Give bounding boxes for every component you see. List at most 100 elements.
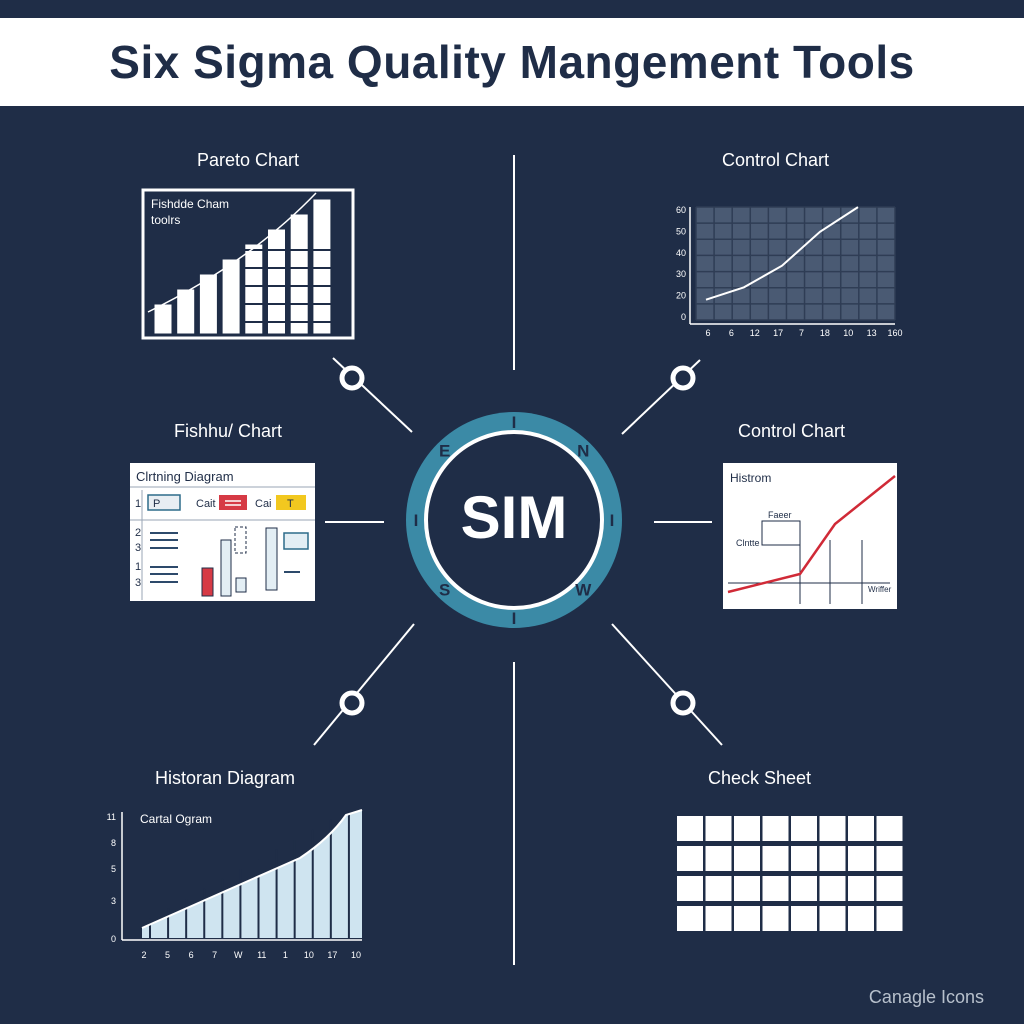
connector-node-icon — [670, 690, 696, 716]
check-sheet-cell — [762, 906, 789, 931]
histogram-label: Historan Diagram — [155, 768, 296, 788]
hub-ring-letter: I — [610, 511, 615, 530]
check-sheet-cell — [762, 876, 789, 901]
check-sheet-cell — [677, 876, 703, 901]
fishbone-red-bar — [201, 567, 214, 597]
control-top-x-tick: 13 — [867, 328, 877, 338]
histogram-x-tick: 11 — [257, 950, 266, 960]
check-sheet-cell — [819, 876, 846, 901]
check-sheet-cell — [734, 906, 760, 931]
connector-node-icon — [339, 690, 365, 716]
pareto-bar — [198, 273, 218, 335]
fishbone-label: Fishhu/ Chart — [174, 421, 283, 441]
fishbone-row-number: 1 — [135, 561, 141, 573]
check-sheet-cell — [762, 816, 789, 841]
control-top-x-tick: 7 — [799, 328, 804, 338]
histogram-inner-text: Cartal Ogram — [140, 812, 212, 826]
histogram-y-tick: 0 — [111, 934, 116, 944]
fishbone-tag-label: T — [287, 498, 294, 510]
histogram-x-tick: 10 — [304, 950, 314, 960]
check-sheet-cell — [848, 906, 874, 931]
control-right-inner-title: Histrom — [730, 471, 771, 485]
hub-ring-letter: I — [414, 511, 419, 530]
check-sheet-cell — [819, 816, 846, 841]
control-chart-top-label: Control Chart — [722, 150, 830, 170]
page-title: Six Sigma Quality Mangement Tools — [109, 36, 915, 88]
pareto-bar — [244, 243, 264, 335]
connector-node-icon — [670, 365, 696, 391]
check-sheet-cell — [819, 846, 846, 871]
control-top-grid-bg — [696, 207, 895, 320]
histogram-x-tick: W — [234, 950, 243, 960]
control-top-y-tick: 30 — [676, 269, 686, 279]
histogram-y-tick: 5 — [111, 864, 116, 874]
check-sheet-cell — [677, 816, 703, 841]
check-sheet-cell — [791, 906, 817, 931]
check-sheet-cell — [791, 816, 817, 841]
control-chart-right-label: Control Chart — [738, 421, 846, 441]
fishbone-dashed-box — [234, 526, 247, 554]
control-top-y-tick: 20 — [676, 291, 686, 301]
histogram-x-tick: 10 — [351, 950, 361, 960]
fishbone-row-number: 2 — [135, 527, 141, 539]
check-sheet-cell — [734, 876, 760, 901]
check-sheet-cell — [848, 816, 874, 841]
fishbone-inner-title: Clrtning Diagram — [136, 469, 234, 484]
connector-node-icon — [339, 365, 365, 391]
check-sheet-cell — [848, 846, 874, 871]
fishbone-tag-label: Cait — [196, 498, 216, 510]
control-top-x-tick: 10 — [843, 328, 853, 338]
histogram-x-tick: 2 — [141, 950, 146, 960]
fishbone-yellow-tag — [276, 495, 306, 510]
title-banner: Six Sigma Quality Mangement Tools — [0, 18, 1024, 106]
check-sheet-cell — [876, 906, 903, 931]
fishbone-row-number: 3 — [135, 577, 141, 589]
check-sheet-cell — [734, 846, 760, 871]
histogram-area — [142, 810, 362, 938]
hub-ring-letter: E — [439, 442, 450, 461]
histogram-x-tick: 6 — [189, 950, 194, 960]
control-top-series-line — [705, 206, 859, 301]
control-right-corner-label: Wriffer — [868, 585, 892, 594]
control-right-card — [723, 463, 897, 609]
check-sheet-cell — [876, 846, 903, 871]
histogram-y-tick: 3 — [111, 896, 116, 906]
footer-credit: Canagle Icons — [868, 987, 984, 1007]
hub-center-text: SIM — [461, 484, 568, 551]
hub-ring-letter: I — [512, 609, 517, 628]
check-sheet-cell — [848, 876, 874, 901]
pareto-bar — [176, 288, 196, 335]
check-sheet-cell — [734, 816, 760, 841]
check-sheet-cell — [705, 846, 732, 871]
connector-line-lower-left — [313, 623, 415, 746]
hub-ring-letter: I — [512, 413, 517, 432]
histogram-x-tick: 1 — [283, 950, 288, 960]
check-sheet-cell — [791, 846, 817, 871]
check-sheet-cell — [677, 846, 703, 871]
control-top-y-tick: 40 — [676, 248, 686, 258]
check-sheet-cell — [762, 846, 789, 871]
pareto-bar — [312, 198, 332, 335]
check-sheet-cell — [819, 906, 846, 931]
control-top-x-tick: 17 — [773, 328, 783, 338]
histogram-x-tick: 7 — [212, 950, 217, 960]
hub-ring-letter: N — [577, 442, 589, 461]
histogram-y-tick: 11 — [107, 812, 116, 822]
fishbone-row-number: 3 — [135, 542, 141, 554]
check-sheet-cell — [705, 906, 732, 931]
fishbone-tag-box — [147, 494, 181, 511]
pareto-inner-text: Fishdde Cham — [151, 197, 229, 211]
control-right-box-label: Clntte — [736, 538, 760, 548]
control-top-x-tick: 18 — [820, 328, 830, 338]
fishbone-tag-label: P — [153, 498, 160, 510]
control-top-x-tick: 6 — [729, 328, 734, 338]
connector-line-lower-right — [611, 623, 723, 746]
control-right-box-label: Faeer — [768, 510, 792, 520]
check-sheet-cell — [876, 816, 903, 841]
hub-ring-letter: S — [439, 580, 450, 599]
pareto-bar — [289, 213, 309, 335]
control-top-x-tick: 160 — [887, 328, 902, 338]
control-top-y-tick: 50 — [676, 226, 686, 236]
check-sheet-cell — [705, 816, 732, 841]
